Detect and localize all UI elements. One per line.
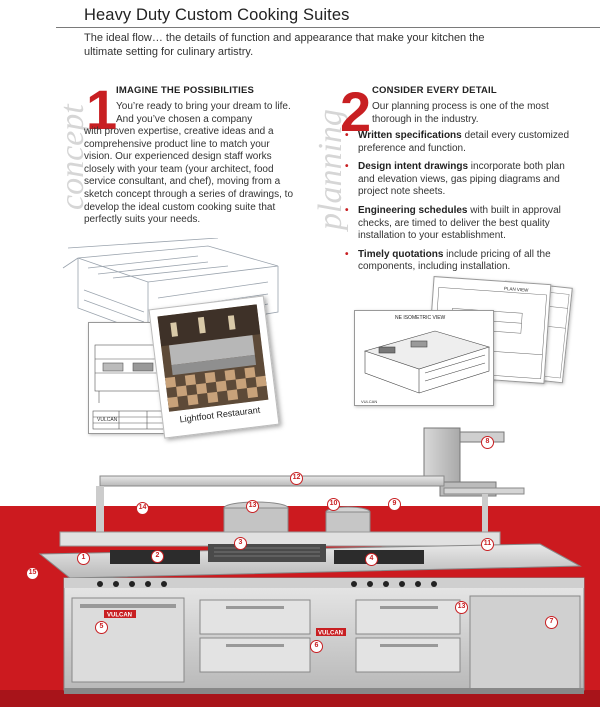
callout-6: 6: [310, 640, 323, 653]
callout-1: 1: [77, 552, 90, 565]
bullet-icon: •: [345, 130, 349, 141]
callout-10: 10: [327, 498, 340, 511]
callout-13-top: 13: [246, 500, 259, 513]
restaurant-photo-image: [157, 304, 269, 412]
title-divider: [56, 27, 600, 28]
isometric-drawing: NE ISOMETRIC VIEW VULCAN: [354, 310, 494, 406]
intro-text: The ideal flow… the details of function …: [84, 32, 485, 58]
bullet-item: •Timely quotations include pricing of al…: [345, 248, 551, 273]
planning-heading: CONSIDER EVERY DETAIL: [372, 85, 497, 96]
vulcan-logo-oven: VULCAN: [107, 613, 132, 619]
bullet-icon: •: [345, 248, 349, 260]
callout-15: 15: [26, 567, 39, 580]
concept-heading: IMAGINE THE POSSIBILITIES: [116, 85, 255, 96]
callout-11: 11: [481, 538, 494, 551]
callout-13-drawer: 13: [455, 601, 468, 614]
callout-2: 2: [151, 550, 164, 563]
callout-7: 7: [545, 616, 558, 629]
planning-bullets: •Written specifications detail every cus…: [344, 130, 572, 280]
step-number-1: 1: [86, 78, 118, 141]
planning-text: Our planning process is one of the most …: [372, 101, 549, 125]
cooking-suite-image: VULCAN VULCAN: [38, 427, 585, 694]
bullet-icon: •: [345, 204, 349, 216]
callout-9: 9: [388, 498, 401, 511]
restaurant-photo: Lightfoot Restaurant: [148, 295, 280, 439]
vulcan-logo-center: VULCAN: [318, 631, 343, 637]
callout-4: 4: [365, 553, 378, 566]
callout-12: 12: [290, 472, 303, 485]
bullet-item: •Engineering schedules with built in app…: [345, 204, 561, 242]
floor-shadow: [0, 690, 600, 707]
bullet-icon: •: [345, 161, 349, 173]
page-title: Heavy Duty Custom Cooking Suites: [84, 6, 350, 24]
callout-5: 5: [95, 621, 108, 634]
callout-3: 3: [234, 537, 247, 550]
callout-8: 8: [481, 436, 494, 449]
callout-14: 14: [136, 502, 149, 515]
concept-text: with proven expertise, creative ideas an…: [84, 126, 294, 226]
bullet-item: •Written specifications detail every cus…: [345, 130, 570, 154]
bullet-item: •Design intent drawings incorporate both…: [345, 161, 565, 198]
isometric-view-label: NE ISOMETRIC VIEW: [395, 315, 446, 321]
vulcan-logo-drawing: VULCAN: [361, 399, 377, 404]
concept-text-lead: You’re ready to bring your dream to life…: [116, 101, 291, 125]
vulcan-logo-small: VULCAN: [97, 417, 118, 423]
concept-sketch: [62, 238, 279, 335]
plan-view-label: PLAN VIEW: [504, 286, 530, 293]
step-number-2: 2: [340, 80, 372, 143]
